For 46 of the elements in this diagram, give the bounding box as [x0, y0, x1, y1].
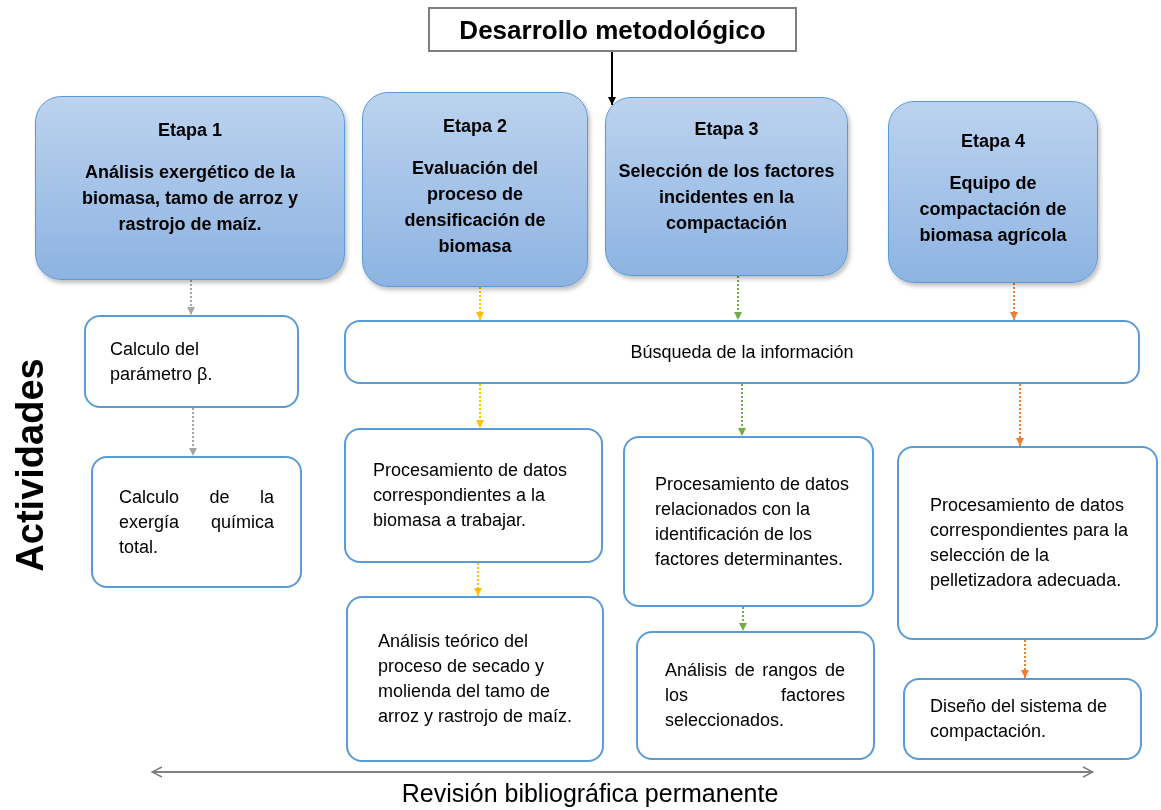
activity-text: Análisis teórico del proceso de secado y molienda del tamo de arroz y rastrojo de maíz. — [378, 630, 574, 728]
arrow — [189, 407, 197, 457]
stage-description: Evaluación del proceso de densificación de biomasa — [403, 157, 547, 258]
title-box — [428, 7, 797, 52]
stage-description: Análisis exergético de la biomasa, tamo de arroz y rastrojo de maíz. — [80, 161, 300, 236]
activity-box — [897, 446, 1158, 640]
stage-box — [35, 96, 345, 280]
activity-text: Procesamiento de datos correspondientes para la selección de la pelletizadora adecuada. — [930, 494, 1130, 592]
activity-box — [346, 596, 604, 762]
activity-box — [344, 428, 603, 563]
arrow — [1016, 383, 1024, 447]
arrow — [608, 51, 616, 106]
activity-text: Procesamiento de datos correspondientes a la biomasa a trabajar. — [373, 459, 569, 532]
activity-text: Análisis de rangos de los factores seleccionados. — [665, 659, 845, 732]
activity-text: Diseño del sistema de compactación. — [930, 695, 1109, 743]
activity-box — [91, 456, 302, 588]
arrow — [476, 383, 484, 429]
arrow — [1010, 282, 1018, 321]
side-label: Actividades — [11, 358, 49, 572]
arrow — [738, 383, 746, 437]
activity-box — [84, 315, 299, 408]
stage-box — [605, 97, 848, 276]
stage-heading: Etapa 3 — [693, 118, 760, 141]
activity-box — [636, 631, 875, 760]
stage-box — [888, 101, 1098, 283]
activity-box — [903, 678, 1142, 760]
arrow — [187, 279, 195, 316]
arrow — [476, 286, 484, 321]
activity-box — [623, 436, 874, 607]
activity-text: Procesamiento de datos relacionados con la identificación de los factores determinantes. — [655, 472, 851, 571]
stage-heading: Etapa 4 — [960, 130, 1026, 153]
arrow — [474, 562, 482, 597]
stage-box — [362, 92, 588, 287]
activity-text: Búsqueda de la información — [630, 340, 854, 364]
arrow — [739, 606, 747, 632]
arrow — [1021, 639, 1029, 679]
stage-heading: Etapa 2 — [442, 115, 508, 138]
footer-label: Revisión bibliográfica permanente — [400, 778, 780, 808]
activity-text: Calculo de la exergía química total. — [119, 485, 274, 559]
title-text: Desarrollo metodológico — [459, 16, 766, 43]
activity-box — [344, 320, 1140, 384]
activity-text: Calculo del parámetro β. — [110, 337, 214, 386]
stage-description: Equipo de compactación de biomasa agrícola — [918, 172, 1068, 247]
stage-description: Selección de los factores incidentes en la compactación — [617, 160, 836, 235]
stage-heading: Etapa 1 — [157, 119, 223, 142]
arrow — [734, 275, 742, 321]
